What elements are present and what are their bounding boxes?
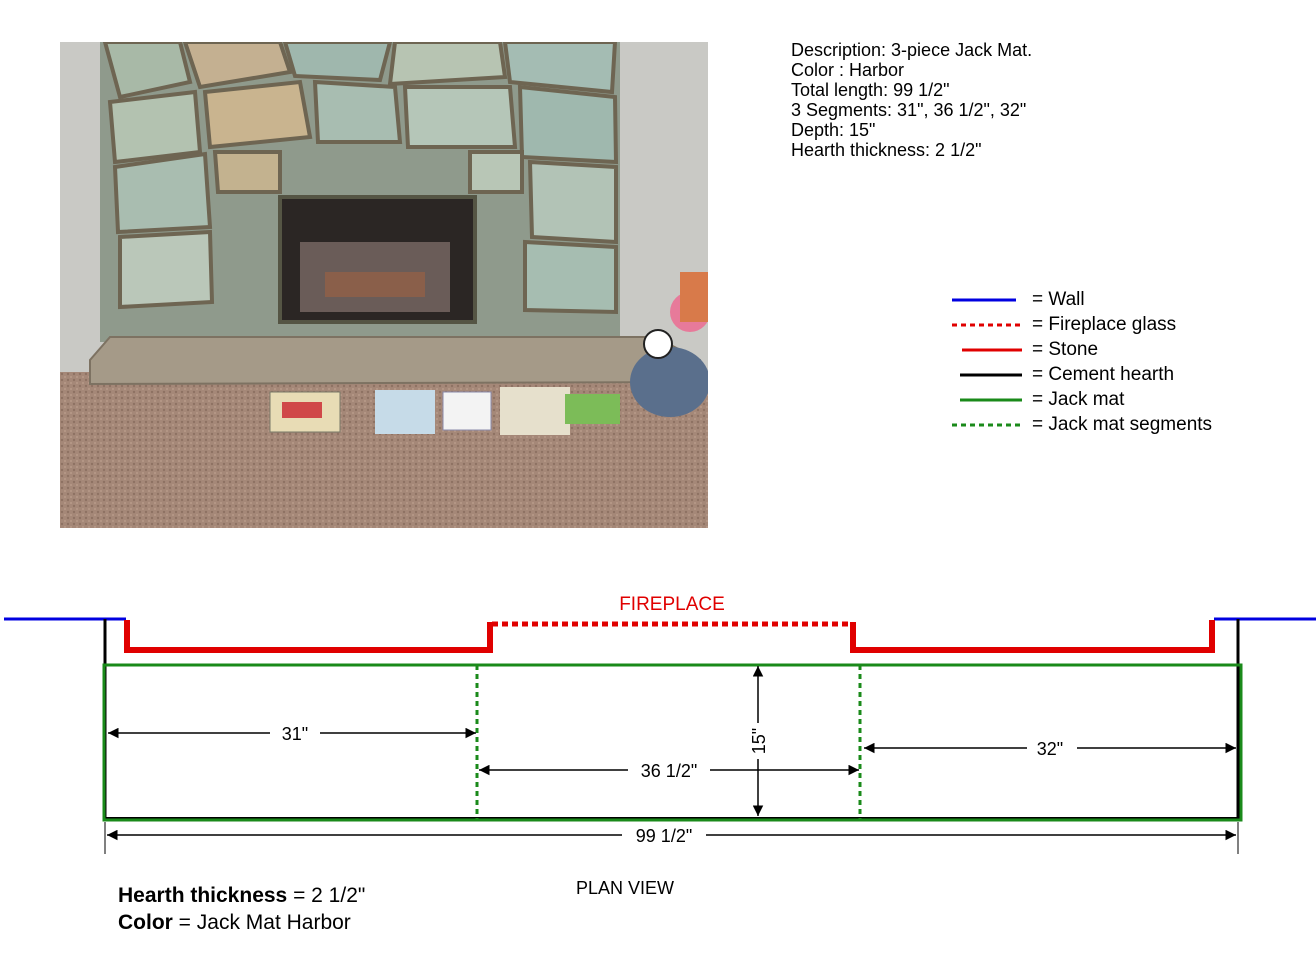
hearth-thickness-note: Hearth thickness = 2 1/2" bbox=[118, 882, 365, 909]
dimension-36-label: 36 1/2" bbox=[641, 761, 697, 781]
total-dimension-label: 99 1/2" bbox=[636, 826, 692, 846]
dimension-31-label: 31" bbox=[282, 724, 308, 744]
fireplace-label: FIREPLACE bbox=[619, 594, 725, 615]
description-line: Description: 3-piece Jack Mat. bbox=[791, 40, 1033, 60]
glass-line-swatch bbox=[952, 323, 1020, 327]
dimension-15-label: 15" bbox=[749, 728, 769, 754]
legend-label: = Jack mat bbox=[1032, 389, 1125, 410]
color-note: Color = Jack Mat Harbor bbox=[118, 909, 365, 936]
legend-label: = Stone bbox=[1032, 339, 1099, 360]
fireplace-photo bbox=[60, 42, 708, 528]
notes-block: Hearth thickness = 2 1/2" Color = Jack M… bbox=[118, 882, 365, 936]
legend-item-jack-mat: = Jack mat bbox=[950, 388, 1250, 413]
plan-view-diagram: FIREPLACE 31" 36 1/2" 32" 15" 99 1/2" bbox=[4, 594, 1316, 854]
description-block: Description: 3-piece Jack Mat. Color : H… bbox=[791, 40, 1032, 160]
legend-label: = Wall bbox=[1032, 289, 1085, 310]
stone-left bbox=[124, 620, 493, 653]
description-line: Color : Harbor bbox=[791, 60, 905, 80]
wall-line-swatch bbox=[952, 298, 1016, 302]
legend-label: = Fireplace glass bbox=[1032, 314, 1177, 335]
jack-mat-outline bbox=[102, 663, 1243, 822]
legend-label: = Jack mat segments bbox=[1032, 414, 1213, 435]
legend-item-stone: = Stone bbox=[950, 338, 1250, 363]
color-label: Color bbox=[118, 911, 173, 934]
legend: = Wall = Fireplace glass = Stone = Cemen… bbox=[950, 288, 1250, 438]
segments-line-swatch bbox=[952, 423, 1022, 427]
description-line: Depth: 15" bbox=[791, 120, 876, 140]
description-line: Hearth thickness: 2 1/2" bbox=[791, 140, 982, 160]
jack-mat-line-swatch bbox=[960, 398, 1022, 402]
color-value: = Jack Mat Harbor bbox=[172, 911, 351, 934]
hearth-thickness-value: = 2 1/2" bbox=[287, 884, 366, 907]
legend-item-fireplace-glass: = Fireplace glass bbox=[950, 313, 1250, 338]
description-line: Total length: 99 1/2" bbox=[791, 80, 950, 100]
plan-view-label: PLAN VIEW bbox=[576, 878, 675, 898]
hearth-line-swatch bbox=[960, 373, 1022, 377]
dimension-32-label: 32" bbox=[1037, 739, 1063, 759]
stone-right bbox=[850, 620, 1215, 653]
hearth-thickness-label: Hearth thickness bbox=[118, 884, 288, 907]
legend-item-wall: = Wall bbox=[950, 288, 1250, 313]
description-line: 3 Segments: 31", 36 1/2", 32" bbox=[791, 100, 1027, 120]
stone-line-swatch bbox=[962, 348, 1022, 352]
legend-item-cement-hearth: = Cement hearth bbox=[950, 363, 1250, 388]
legend-item-jack-mat-segments: = Jack mat segments bbox=[950, 413, 1250, 438]
legend-label: = Cement hearth bbox=[1032, 364, 1175, 385]
